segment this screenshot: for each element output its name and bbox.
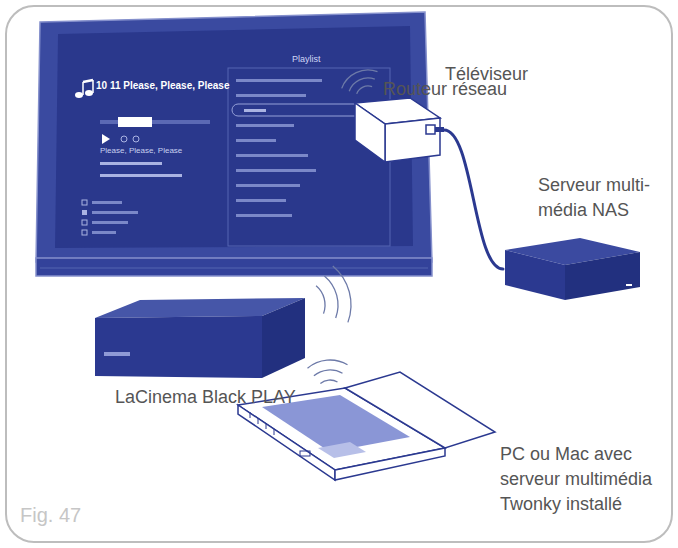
laptop-drawing <box>266 423 267 429</box>
laptop-drawing <box>300 451 310 456</box>
television-drawing <box>55 26 413 248</box>
wireless-waves <box>320 380 337 383</box>
television-drawing <box>236 169 316 172</box>
television-drawing <box>92 211 138 214</box>
router-drawing <box>355 98 444 162</box>
wireless-waves <box>308 360 348 383</box>
television-drawing <box>82 200 87 205</box>
music-note-symbol <box>75 80 93 98</box>
television-drawing <box>228 68 390 246</box>
wireless-waves <box>324 276 338 318</box>
television-drawing <box>133 136 139 142</box>
television-drawing <box>100 120 210 124</box>
screen-title: 10 11 Please, Please, Please <box>96 80 229 92</box>
laptop-drawing <box>258 418 259 424</box>
nas-drawing <box>565 252 640 300</box>
router-drawing <box>355 103 385 162</box>
screen-heading: Playlist <box>292 54 321 65</box>
media-player-drawing <box>262 298 305 378</box>
television-drawing <box>121 136 127 142</box>
television-drawing <box>100 162 162 165</box>
device-label: Serveur multi-média NAS <box>538 173 673 223</box>
wireless-waves <box>316 266 351 323</box>
media-player-drawing <box>104 352 130 356</box>
wireless-waves <box>342 70 378 94</box>
television-drawing <box>82 210 87 215</box>
nas-server: Serveur multi-média NAS <box>503 235 643 303</box>
television-drawing <box>236 139 276 142</box>
figure-number: Fig. 47 <box>20 503 81 527</box>
media-player: LaCinema Black PLAY <box>92 295 308 380</box>
screen-item: Please, Please, Please <box>100 146 182 156</box>
laptop-drawing <box>250 412 251 418</box>
figure-frame <box>6 6 672 542</box>
television-drawing <box>236 94 306 97</box>
television-drawing <box>236 184 300 187</box>
television-drawing <box>236 214 292 217</box>
laptop-computer: PC ou Mac avec serveur multimédia Twonky… <box>232 370 500 485</box>
nas-drawing <box>626 284 632 286</box>
laptop-drawing <box>318 442 366 458</box>
music-note-symbol <box>92 80 94 93</box>
television-drawing <box>118 117 152 127</box>
wireless-waves <box>316 286 325 314</box>
router-device: Routeur réseau <box>352 95 444 165</box>
television-drawing <box>92 221 128 224</box>
music-note-symbol <box>83 80 93 82</box>
television-drawing <box>92 231 116 234</box>
music-note-symbol <box>82 82 84 95</box>
nas-drawing <box>505 250 565 300</box>
television-drawing <box>236 154 308 157</box>
music-note-symbol <box>75 92 83 98</box>
laptop-drawing <box>274 429 275 435</box>
device-label: PC ou Mac avec serveur multimédia Twonky… <box>500 442 670 517</box>
router-drawing <box>435 127 444 132</box>
network-cable <box>444 130 503 269</box>
television-drawing <box>82 220 87 225</box>
device-label: LaCinema Black PLAY <box>115 385 296 410</box>
television-drawing <box>36 12 432 262</box>
wireless-waves <box>349 78 375 91</box>
television-drawing <box>244 109 266 112</box>
wireless-waves <box>314 370 343 376</box>
television-drawing <box>40 268 428 269</box>
device-label: Routeur réseau <box>383 77 507 102</box>
nas-drawing <box>505 238 640 300</box>
television-drawing <box>236 79 322 82</box>
television-drawing <box>92 201 122 204</box>
television-drawing <box>36 12 432 276</box>
wireless-waves <box>333 266 351 323</box>
router-drawing <box>385 118 440 162</box>
television-drawing <box>236 199 286 202</box>
television-drawing <box>82 230 87 235</box>
router-drawing <box>426 125 435 134</box>
wireless-waves <box>308 360 348 368</box>
media-player-drawing <box>95 316 262 378</box>
television-drawing <box>236 124 294 127</box>
wireless-waves <box>357 86 372 94</box>
music-note-symbol <box>85 90 93 96</box>
wireless-waves <box>342 70 378 88</box>
television-drawing <box>102 134 110 144</box>
television-device: Téléviseur <box>36 10 432 278</box>
media-player-drawing <box>95 298 305 378</box>
television-drawing <box>36 258 432 276</box>
laptop-drawing <box>345 372 495 448</box>
television-drawing <box>100 174 182 177</box>
